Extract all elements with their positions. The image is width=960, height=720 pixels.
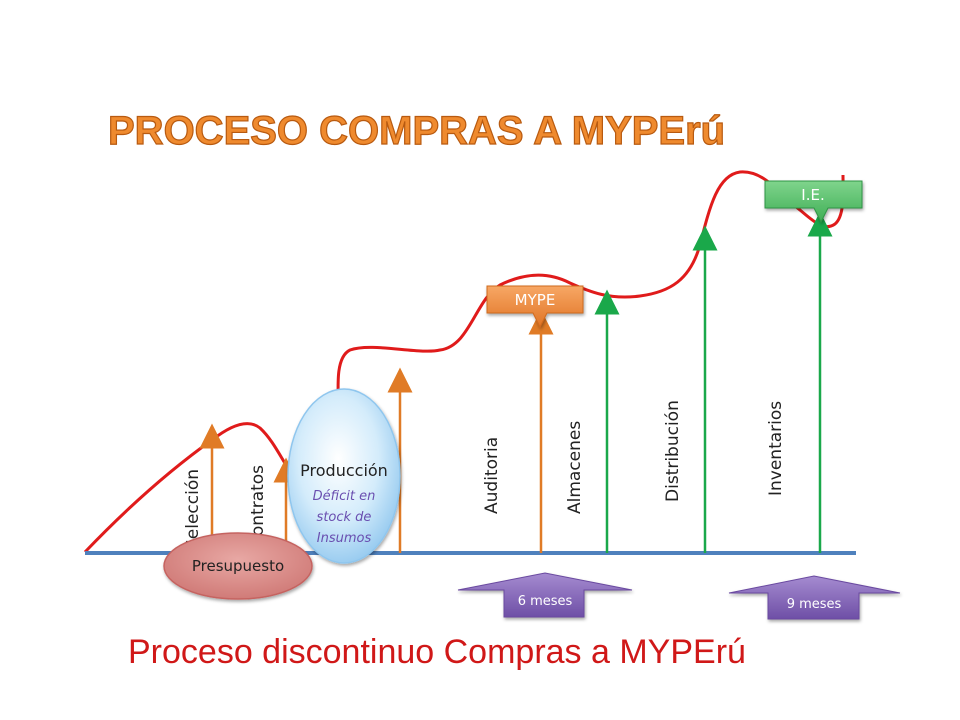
label-inventarios: Inventarios bbox=[766, 401, 786, 496]
produccion-title: Producción bbox=[300, 461, 388, 480]
produccion-line-3: Insumos bbox=[317, 531, 372, 546]
produccion-bubble: Producción Déficit en stock de Insumos bbox=[287, 388, 401, 564]
duration-arrow-6: 6 meses bbox=[457, 572, 633, 618]
process-curve bbox=[83, 170, 845, 554]
label-distribucion: Distribución bbox=[663, 400, 683, 502]
slide-subtitle: Proceso discontinuo Compras a MYPErú bbox=[128, 633, 746, 671]
ie-label: I.E. bbox=[801, 186, 824, 204]
mype-label: MYPE bbox=[515, 291, 556, 309]
slide-title: PROCESO COMPRAS A MYPErú bbox=[108, 109, 725, 153]
duration-label-9: 9 meses bbox=[787, 597, 842, 612]
presupuesto-label: Presupuesto bbox=[192, 557, 284, 575]
produccion-line-1: Déficit en bbox=[313, 489, 376, 504]
ie-callout: I.E. bbox=[764, 180, 863, 224]
label-seleccion: Selección bbox=[183, 469, 203, 550]
label-almacenes: Almacenes bbox=[565, 421, 585, 514]
duration-arrow-9: 9 meses bbox=[728, 575, 901, 620]
label-contratos: Contratos bbox=[248, 465, 268, 548]
duration-label-6: 6 meses bbox=[518, 594, 573, 609]
mype-callout: MYPE bbox=[486, 285, 584, 329]
produccion-line-2: stock de bbox=[317, 510, 372, 525]
label-auditoria: Auditoria bbox=[482, 437, 502, 514]
presupuesto-ellipse: Presupuesto bbox=[163, 532, 313, 600]
